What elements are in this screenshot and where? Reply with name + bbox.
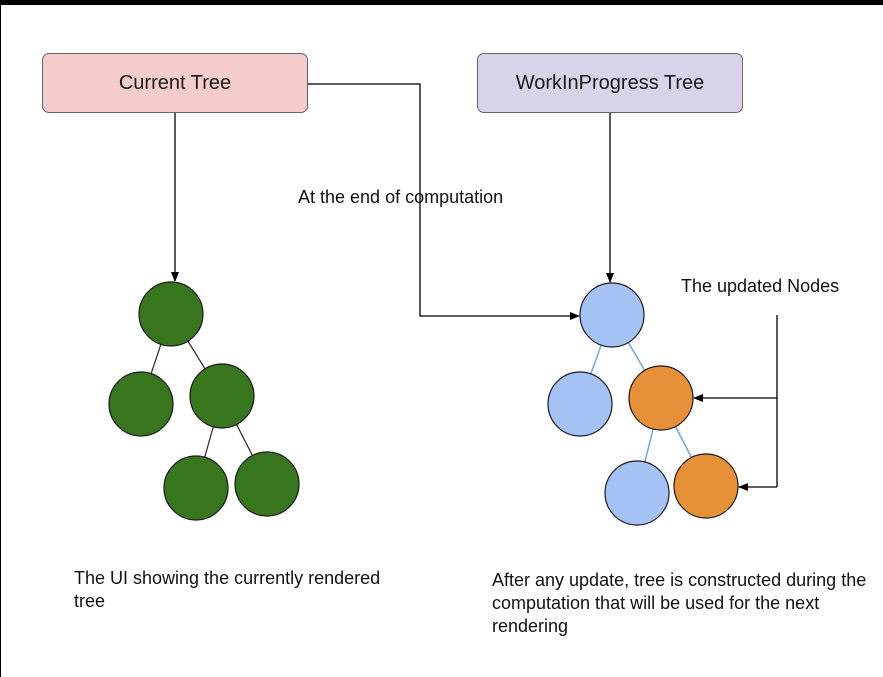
wip-node-root <box>579 282 645 348</box>
sheet-background <box>1 5 883 677</box>
wip-node-leaf-left <box>604 460 670 526</box>
updated-nodes-label: The updated Nodes <box>681 276 840 296</box>
wip-node-left <box>547 371 613 437</box>
wip-tree-nodes <box>547 282 739 526</box>
current-node-leaf-right <box>234 451 300 517</box>
wip-node-right-updated <box>628 365 694 431</box>
current-node-right <box>189 363 255 429</box>
wip-tree-label: WorkInProgress Tree <box>515 71 705 94</box>
arrow-current-to-wip-root <box>308 83 580 320</box>
current-tree-box: Current Tree <box>42 53 308 113</box>
end-of-computation-label: At the end of computation <box>298 187 504 207</box>
current-tree-caption: The UI showing the currently rendered tr… <box>74 568 381 611</box>
wip-node-leaf-right-updated <box>673 453 739 519</box>
arrows <box>171 83 778 491</box>
current-tree-nodes <box>108 281 300 521</box>
wip-tree-box: WorkInProgress Tree <box>477 53 743 113</box>
current-node-leaf-left <box>163 455 229 521</box>
current-tree-label: Current Tree <box>118 71 232 94</box>
current-node-left <box>108 371 174 437</box>
current-node-root <box>138 281 204 347</box>
wip-tree-caption: After any update, tree is constructed du… <box>492 570 867 636</box>
